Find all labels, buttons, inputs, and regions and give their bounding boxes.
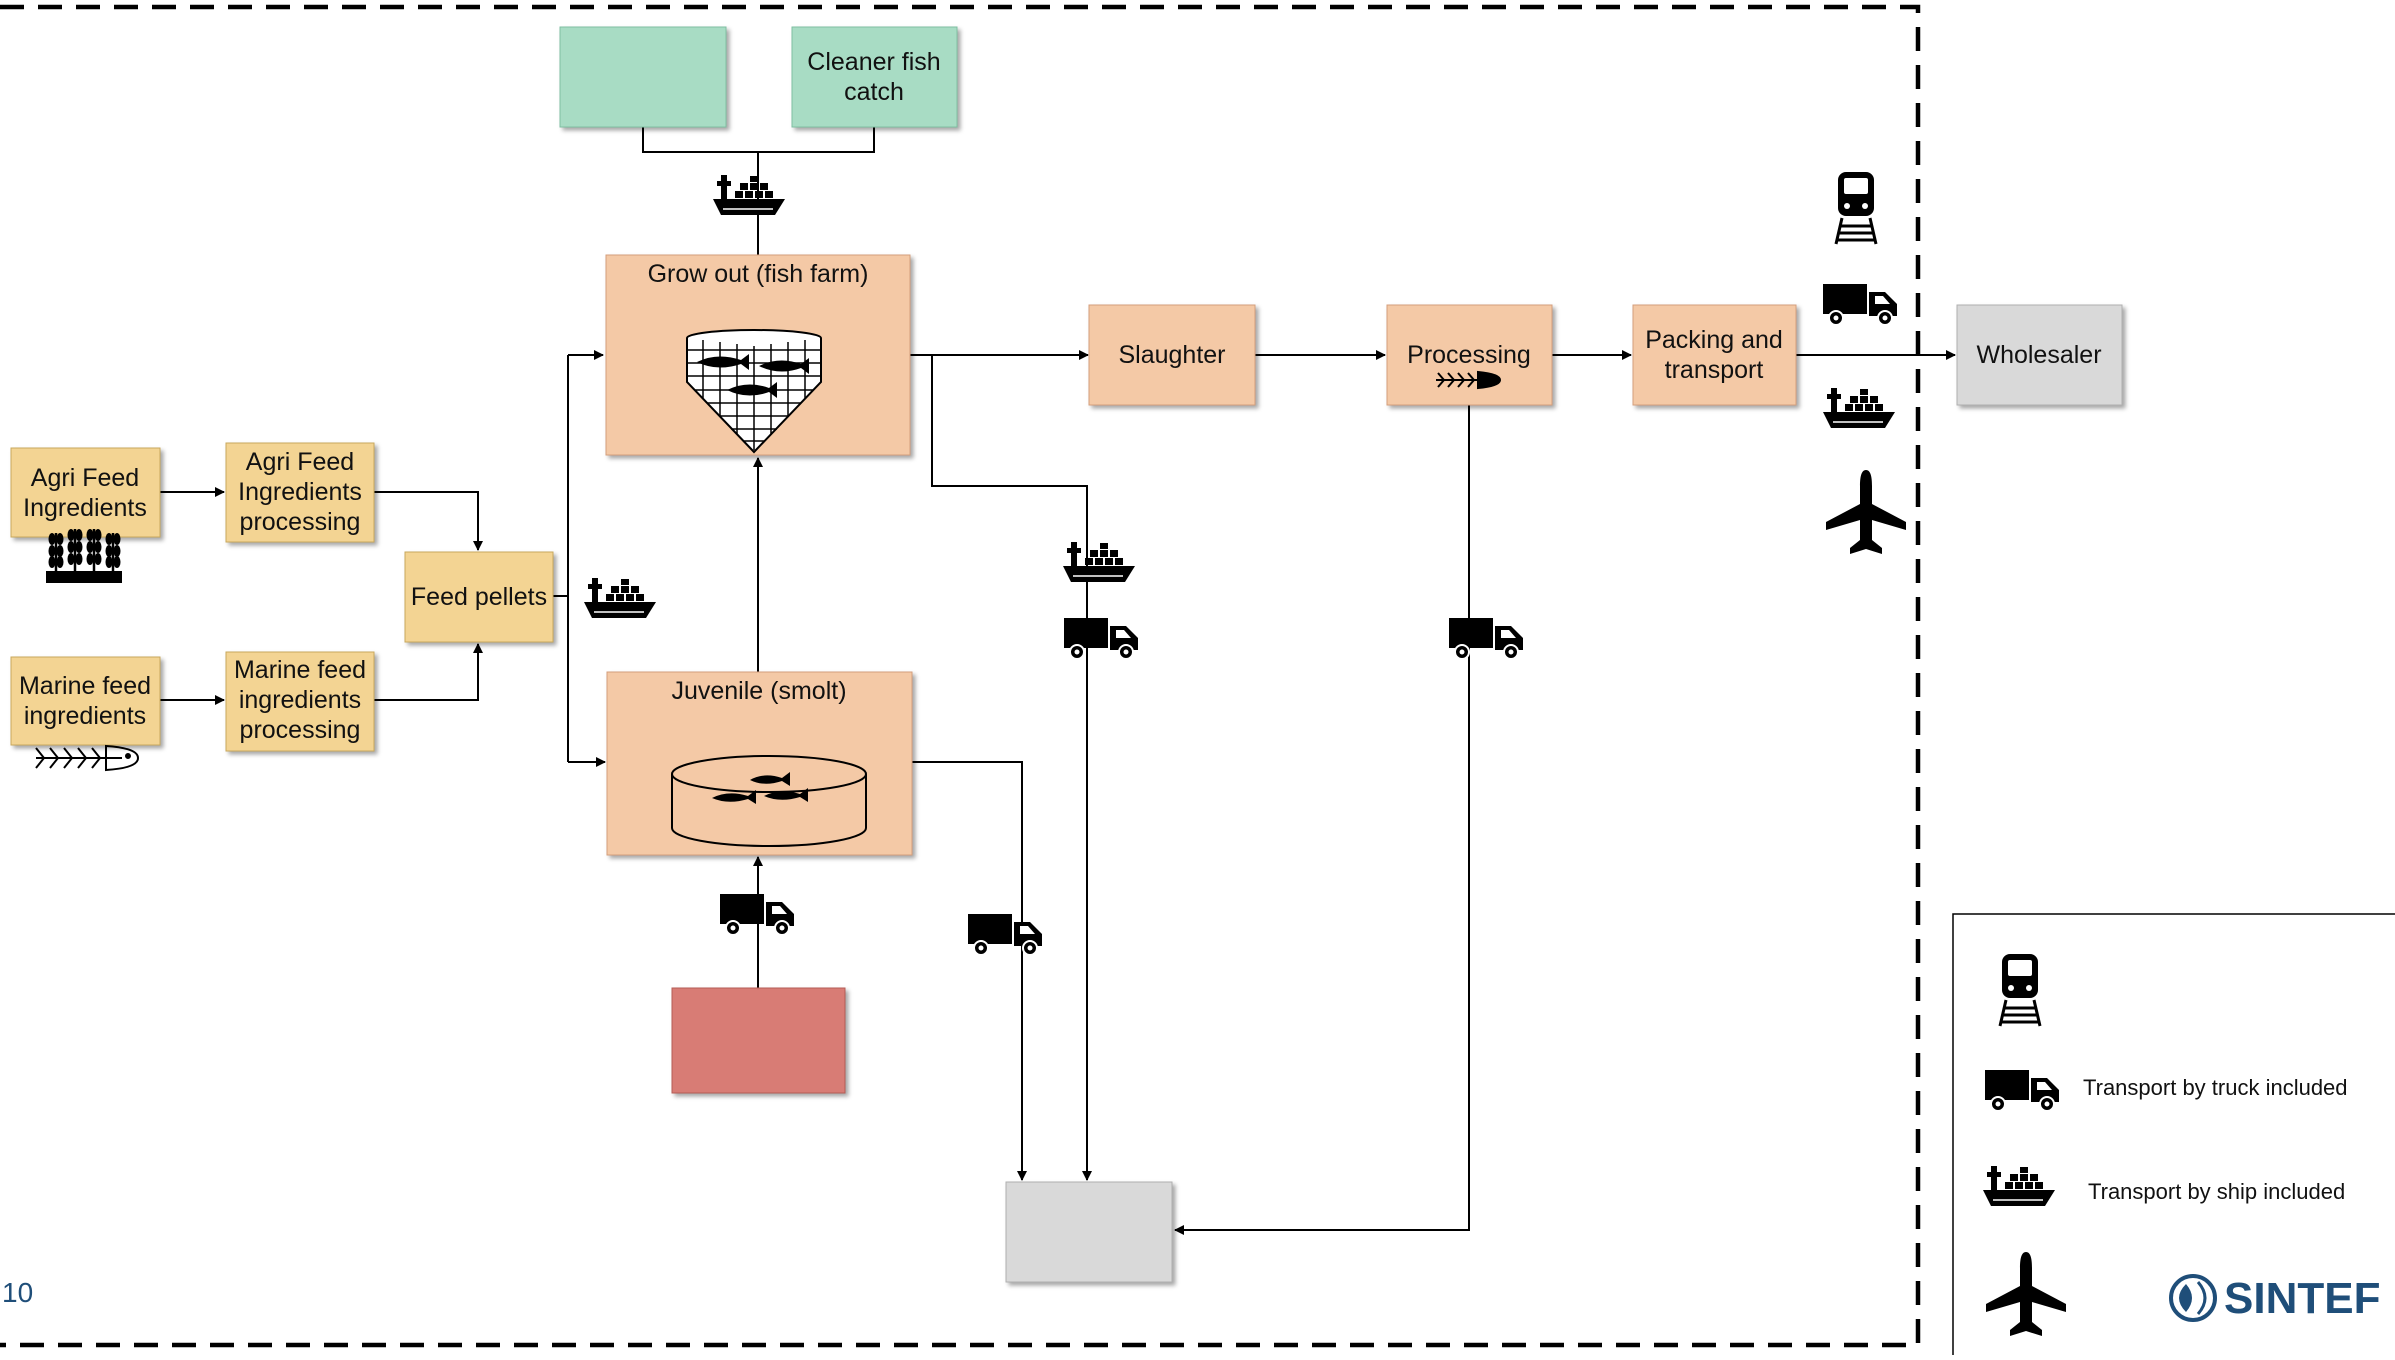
train-icon	[1834, 170, 1878, 246]
agri-feed-label-1: Agri Feed	[31, 464, 139, 492]
packing-box	[1632, 304, 1797, 406]
marine-proc-label-2: ingredients	[239, 686, 361, 714]
fish-skeleton-icon	[35, 744, 140, 772]
wholesaler-box	[1956, 304, 2123, 406]
cleaner-fish-label-2: catch	[844, 78, 904, 106]
wholesaler-label: Wholesaler	[1976, 341, 2101, 369]
marine-feed-label-2: ingredients	[24, 702, 146, 730]
agri-proc-label-3: processing	[240, 508, 361, 536]
airplane-icon	[1826, 470, 1906, 554]
marine-proc-label-1: Marine feed	[234, 656, 366, 684]
sintef-logo: SINTEF	[2169, 1274, 2380, 1323]
fish-skeleton-icon	[1436, 370, 1502, 390]
cleaner-fish-box	[791, 26, 958, 128]
legend-train-icon	[1998, 952, 2042, 1028]
system-boundary	[0, 4, 1921, 1348]
net-pen-icon	[686, 329, 822, 454]
grow-out-label: Grow out (fish farm)	[648, 260, 869, 288]
tank-icon	[671, 755, 867, 847]
feed-pellets-box	[404, 551, 554, 643]
truck-icon	[1448, 617, 1524, 660]
legend-truck-label: Transport by truck included	[2083, 1075, 2348, 1100]
marine-proc-label-3: processing	[240, 716, 361, 744]
ship-icon	[712, 174, 786, 216]
ship-icon	[1062, 541, 1136, 583]
wheat-icon	[46, 529, 122, 583]
agri-feed-box	[10, 447, 161, 538]
agri-proc-label-1: Agri Feed	[246, 448, 354, 476]
truck-icon	[1822, 283, 1898, 326]
page-number: 10	[2, 1277, 34, 1308]
legend-ship-label: Transport by ship included	[2088, 1179, 2345, 1204]
truck-icon	[1063, 617, 1139, 660]
truck-icon	[967, 913, 1043, 956]
slaughter-box	[1088, 304, 1256, 406]
marine-processing-box	[225, 651, 375, 752]
processing-label: Processing	[1407, 341, 1531, 369]
packing-label-1: Packing and	[1645, 326, 1783, 354]
feed-pellets-label: Feed pellets	[411, 583, 547, 611]
cleaner-fish-label-1: Cleaner fish	[807, 48, 940, 76]
agri-proc-label-2: Ingredients	[238, 478, 362, 506]
packing-label-2: transport	[1665, 356, 1764, 384]
red-box	[671, 987, 846, 1094]
ship-icon	[1822, 387, 1896, 429]
processing-box	[1386, 304, 1553, 406]
connectors	[160, 127, 1956, 1235]
juvenile-label: Juvenile (smolt)	[671, 677, 846, 705]
ship-icon	[583, 577, 657, 619]
marine-feed-label-1: Marine feed	[19, 672, 151, 700]
marine-feed-box	[10, 656, 161, 746]
agri-processing-box	[225, 442, 375, 543]
agri-feed-label-2: Ingredients	[23, 494, 147, 522]
logo-text: SINTEF	[2224, 1274, 2380, 1323]
grey-box	[1005, 1181, 1173, 1283]
green-box	[559, 26, 727, 128]
slaughter-label: Slaughter	[1118, 341, 1225, 369]
